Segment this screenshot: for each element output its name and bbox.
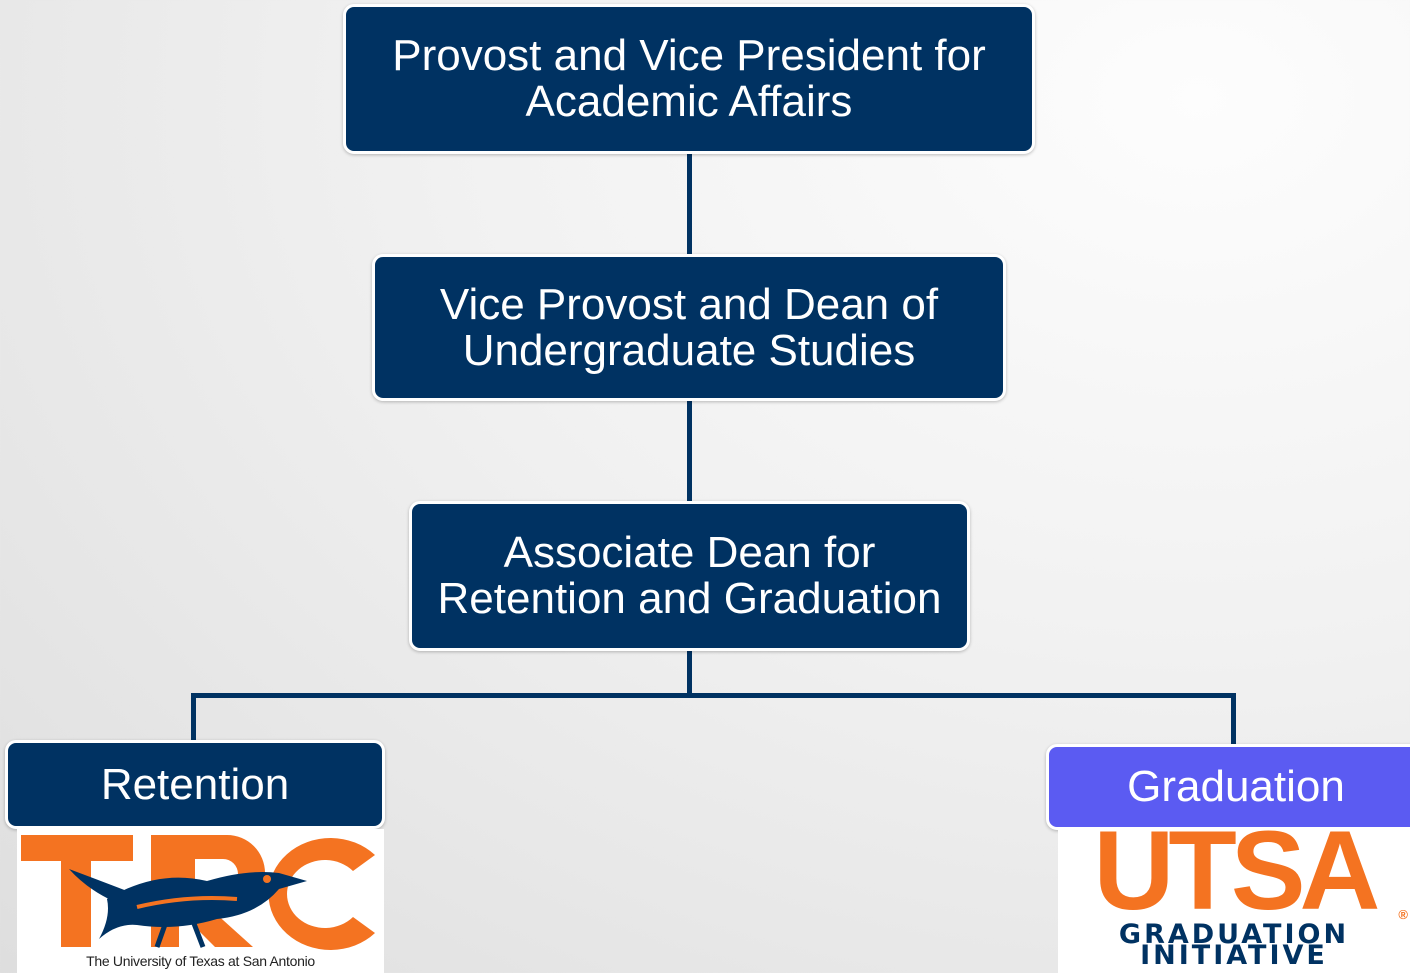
connector-to-retention <box>191 693 196 741</box>
connector-vice-provost-to-associate-dean <box>687 401 692 501</box>
connector-provost-to-vice-provost <box>687 154 692 254</box>
connector-to-graduation <box>1231 693 1236 745</box>
utsa-line-graduation: GRADUATION <box>1118 919 1350 950</box>
graduation-label: Graduation <box>1127 762 1345 811</box>
vice-provost-label: Vice Provost and Dean of Undergraduate S… <box>439 279 939 375</box>
provost-box: Provost and Vice President for Academic … <box>343 4 1035 154</box>
trc-logo-art <box>21 835 375 950</box>
trc-logo: The University of Texas at San Antonio <box>17 829 384 973</box>
registered-mark: ® <box>1398 907 1408 922</box>
graduation-box: Graduation <box>1046 744 1410 830</box>
connector-associate-dean-down <box>687 651 692 697</box>
trc-caption: The University of Texas at San Antonio <box>86 953 315 969</box>
associate-dean-label: Associate Dean for Retention and Graduat… <box>437 528 942 623</box>
retention-label: Retention <box>100 759 290 809</box>
provost-label: Provost and Vice President for Academic … <box>392 31 986 126</box>
utsa-wordmark: UTSA <box>1093 808 1381 933</box>
vice-provost-box: Vice Provost and Dean of Undergraduate S… <box>372 254 1006 401</box>
utsa-line-initiative: INITIATIVE <box>1140 940 1328 971</box>
connector-horizontal-branch <box>191 693 1236 698</box>
utsa-graduation-initiative-logo: UTSA ® GRADUATION INITIATIVE <box>1058 815 1410 973</box>
retention-box: Retention <box>5 740 385 829</box>
associate-dean-box: Associate Dean for Retention and Graduat… <box>409 501 970 651</box>
